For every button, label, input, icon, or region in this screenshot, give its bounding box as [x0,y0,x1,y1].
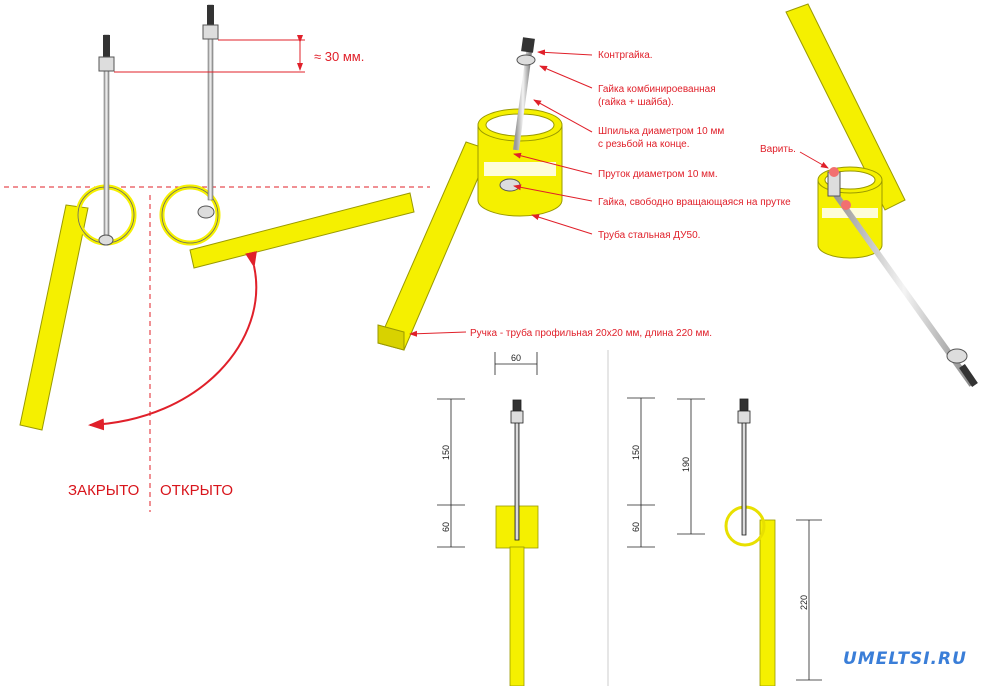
callout-combined-nut-2: (гайка + шайба). [598,96,674,108]
nut-icon [946,348,968,364]
isometric-welded: Варить. [760,3,978,387]
dim-b-total: 190 [681,457,691,472]
rotation-arrow [88,251,258,431]
handle-open [189,192,415,269]
nut-icon [98,56,115,72]
callout-free-nut: Гайка, свободно вращающаяся на прутке [598,196,791,208]
callout-handle: Ручка - труба профильная 20х20 мм, длина… [470,327,712,339]
handle [785,3,906,211]
drawing-front [437,352,539,686]
open-label: ОТКРЫТО [160,482,233,499]
dim-b-lower: 60 [631,522,641,532]
gap-label: ≈ 30 мм. [314,49,364,64]
handle-closed [19,204,89,431]
dim-b-handle: 220 [799,595,809,610]
callout-locknut: Контргайка. [598,50,653,61]
callout-stud-2: с резьбой на конце. [598,138,690,150]
left-view: ≈ 30 мм. ЗАКРЫТО ОТКРЫТО [4,4,430,512]
drawing-side [627,397,822,686]
watermark: UMELTSI.RU [843,649,967,669]
nut-icon [202,24,219,40]
isometric-assembly: Контргайка. Гайка комбинироеванная (гайк… [377,37,791,351]
closed-label: ЗАКРЫТО [68,482,139,499]
dim-a-lower: 60 [441,522,451,532]
callout-pipe: Труба стальная ДУ50. [598,229,700,241]
nut-icon [516,54,536,66]
callout-rod: Пруток диаметром 10 мм. [598,169,718,180]
callout-stud: Шпилька диаметром 10 мм [598,126,724,137]
dim-b-upper: 150 [631,445,641,460]
callout-combined-nut: Гайка комбинироеванная [598,83,716,95]
dim-a-upper: 150 [441,445,451,460]
handle [377,141,491,351]
thread-icon [103,35,110,57]
callout-weld: Варить. [760,144,796,155]
dim-width: 60 [511,353,521,363]
